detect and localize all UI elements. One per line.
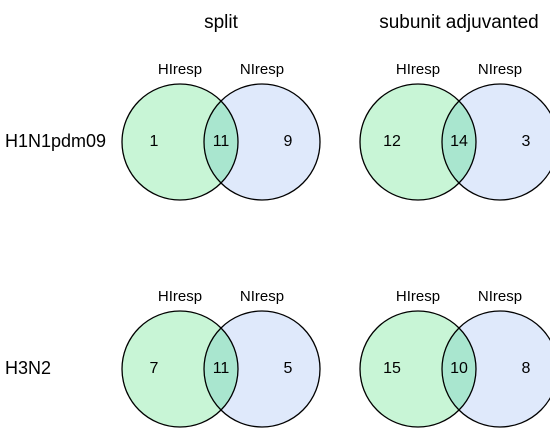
right-set-circle (442, 311, 550, 427)
left-set-outline (121, 310, 239, 428)
right-set-circle (204, 311, 320, 427)
right-set-outline (203, 310, 321, 428)
right-only-count: 5 (284, 360, 293, 377)
right-set-outline (203, 83, 321, 201)
left-set-outline (359, 310, 477, 428)
left-only-count: 7 (150, 360, 159, 377)
overlap-count: 11 (213, 133, 230, 150)
left-set-label: HIresp (396, 61, 440, 78)
left-only-count: 15 (383, 360, 401, 377)
left-set-label: HIresp (396, 288, 440, 305)
row-label-1: H3N2 (5, 358, 51, 378)
right-set-outline (441, 83, 550, 201)
right-set-outline (441, 310, 550, 428)
right-only-count: 3 (522, 133, 531, 150)
column-title-1: subunit adjuvanted (379, 12, 539, 33)
left-set-circle (122, 84, 238, 200)
left-set-circle (360, 311, 476, 427)
right-set-label: NIresp (478, 61, 522, 78)
right-only-count: 9 (284, 133, 293, 150)
right-only-count: 8 (522, 360, 531, 377)
overlap-count: 14 (450, 133, 468, 150)
left-set-outline (121, 83, 239, 201)
column-title-0: split (204, 12, 239, 33)
left-set-circle (360, 84, 476, 200)
left-set-outline (359, 83, 477, 201)
right-set-label: NIresp (478, 288, 522, 305)
venn-diagram-3: HIresp NIresp 15 10 8 (359, 288, 550, 428)
right-set-circle (204, 84, 320, 200)
left-set-label: HIresp (158, 288, 202, 305)
venn-diagram-2: HIresp NIresp 7 11 5 (121, 288, 321, 428)
left-only-count: 12 (383, 133, 401, 150)
left-set-circle (122, 311, 238, 427)
left-only-count: 1 (150, 133, 159, 150)
venn-diagram-1: HIresp NIresp 12 14 3 (359, 61, 550, 201)
right-set-circle (442, 84, 550, 200)
right-set-label: NIresp (240, 288, 284, 305)
overlap-count: 11 (213, 360, 230, 377)
row-label-0: H1N1pdm09 (5, 131, 106, 151)
left-set-label: HIresp (158, 61, 202, 78)
right-set-label: NIresp (240, 61, 284, 78)
overlap-count: 10 (450, 360, 468, 377)
